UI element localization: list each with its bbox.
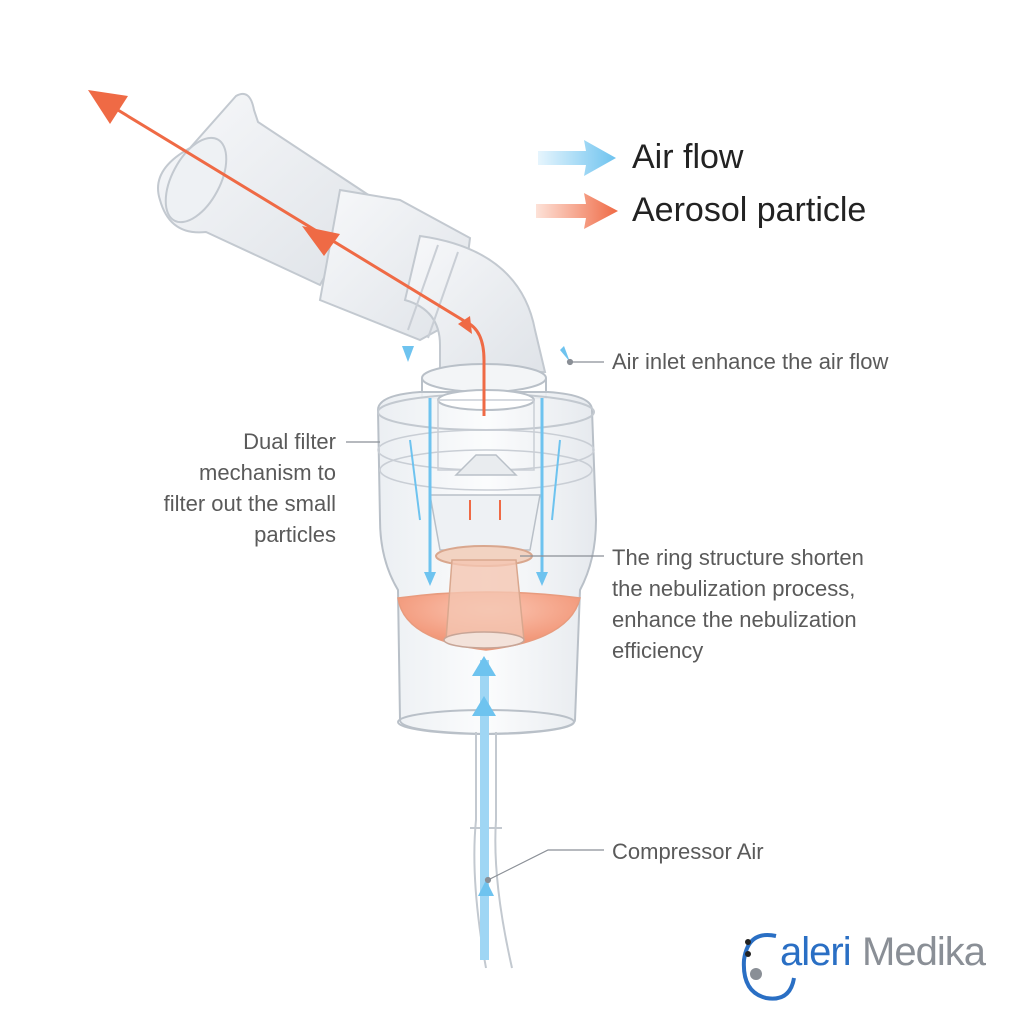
brand-name-part2: Medika bbox=[862, 930, 986, 974]
brand-name-part1: aleri bbox=[780, 930, 852, 974]
callout-dual-filter-line: filter out the small bbox=[163, 491, 336, 516]
compressor-tube bbox=[470, 732, 513, 969]
legend-air-flow-arrow bbox=[538, 140, 616, 176]
callout-ring-structure-line: the nebulization process, bbox=[612, 576, 856, 601]
air-flow-arrows bbox=[402, 346, 570, 960]
callout-ring-structure: The ring structure shorten the nebulizat… bbox=[612, 542, 864, 666]
callout-ring-structure-line: efficiency bbox=[612, 638, 704, 663]
legend-aerosol-arrow bbox=[536, 193, 618, 229]
callout-dual-filter-line: particles bbox=[254, 522, 336, 547]
brand-logo: aleri Medika bbox=[738, 922, 998, 1002]
callout-compressor-air: Compressor Air bbox=[612, 839, 764, 864]
legend-aerosol-label: Aerosol particle bbox=[632, 191, 867, 229]
callout-air-inlet: Air inlet enhance the air flow bbox=[612, 349, 889, 374]
callout-dual-filter-line: mechanism to bbox=[199, 460, 336, 485]
callout-ring-structure-line: enhance the nebulization bbox=[612, 607, 857, 632]
callout-leader-lines bbox=[346, 358, 604, 884]
legend-air-flow-label: Air flow bbox=[632, 138, 744, 176]
mouthpiece bbox=[157, 92, 547, 373]
aerosol-arrows bbox=[88, 90, 501, 520]
callout-dual-filter-line: Dual filter bbox=[243, 429, 336, 454]
stethoscope-g-icon bbox=[741, 933, 796, 1001]
callout-dual-filter: Dual filter mechanism to filter out the … bbox=[120, 426, 336, 550]
callout-ring-structure-line: The ring structure shorten bbox=[612, 545, 864, 570]
